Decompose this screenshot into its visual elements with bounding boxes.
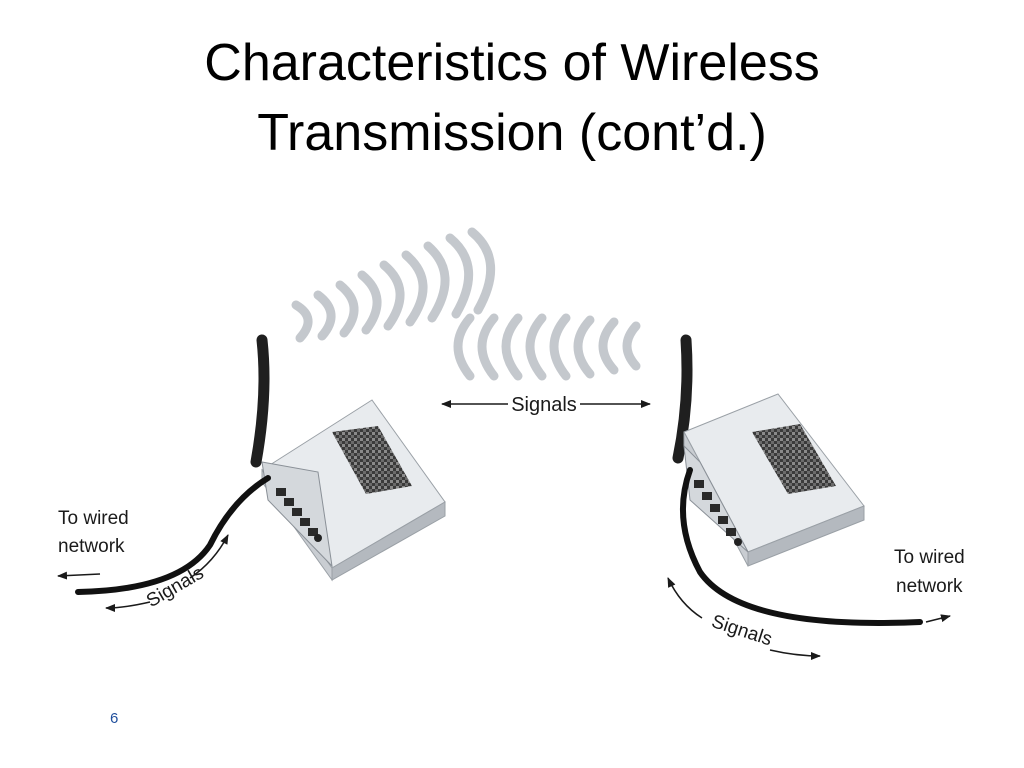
access-point-left bbox=[250, 334, 446, 582]
access-point-right bbox=[672, 334, 865, 567]
antenna-left bbox=[250, 334, 270, 468]
cable-right bbox=[679, 467, 923, 626]
cable-left bbox=[75, 475, 271, 595]
signal-waves-lower bbox=[453, 313, 641, 381]
title-line-1: Characteristics of Wireless bbox=[204, 34, 820, 92]
signal-waves-upper bbox=[291, 227, 495, 343]
antenna-right bbox=[672, 334, 693, 464]
vent-grille-left bbox=[332, 426, 412, 494]
vent-grille-right bbox=[752, 424, 836, 494]
network-label-right-line2: network bbox=[896, 576, 963, 597]
signals-label-center: Signals bbox=[511, 394, 577, 416]
signals-arrow-center: Signals bbox=[441, 394, 651, 416]
signals-label-right: Signals bbox=[709, 611, 775, 650]
page-number: 6 bbox=[110, 710, 119, 727]
network-label-left: To wired network bbox=[57, 508, 129, 580]
network-label-right: To wired network bbox=[894, 547, 965, 623]
network-label-right-line1: To wired bbox=[894, 547, 965, 568]
network-label-left-line1: To wired bbox=[58, 508, 129, 529]
signals-label-left: Signals bbox=[143, 563, 207, 612]
network-label-left-line2: network bbox=[58, 536, 125, 557]
slide-title: Characteristics of Wireless Transmission… bbox=[0, 28, 1024, 168]
title-line-2: Transmission (cont’d.) bbox=[257, 104, 767, 162]
